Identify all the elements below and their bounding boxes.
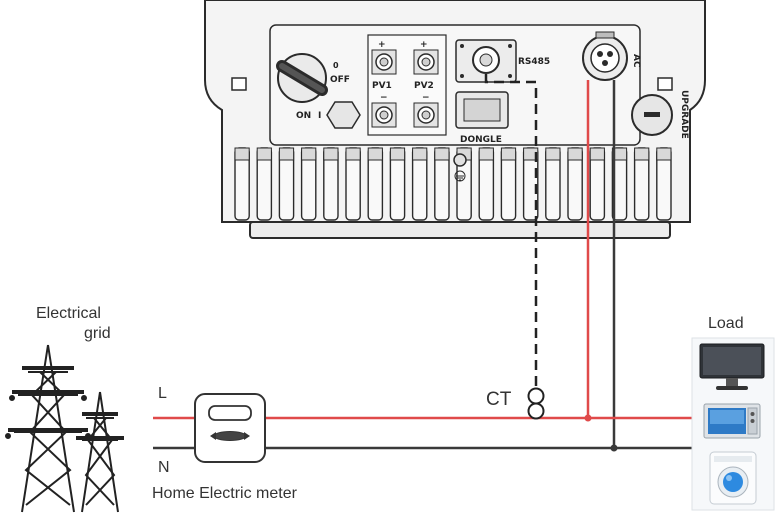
ground-symbol-icon (454, 170, 466, 182)
neutral-line-label: N (158, 459, 170, 476)
heat-sink-fin-cap (545, 147, 561, 161)
grid-title-line1: Electrical (36, 305, 101, 322)
pv1-plus: + (378, 40, 386, 50)
heat-sink-fin-cap (323, 147, 339, 161)
heat-sink-fins (234, 147, 672, 221)
neutral-junction (610, 444, 618, 452)
meter-arrow-left-icon (210, 432, 216, 440)
heat-sink-fin-cap (234, 147, 250, 161)
meter-arrow-right-icon (244, 432, 250, 440)
mount-tab-right (657, 77, 673, 91)
heat-sink-fin-cap (389, 147, 406, 161)
dc-switch (276, 53, 328, 103)
heat-sink-fin-cap (367, 147, 383, 161)
pv1-label: PV1 (372, 81, 392, 91)
heat-sink-fin-cap (567, 147, 583, 161)
dongle-label: DONGLE (460, 135, 502, 145)
pv1-minus: − (380, 93, 388, 103)
heat-sink-fin-cap (634, 147, 650, 161)
ac-label: AC (631, 54, 641, 68)
heat-sink-fin-cap (256, 147, 272, 161)
pv2-label: PV2 (414, 81, 434, 91)
rs485-comm-cable (484, 74, 538, 388)
upgrade-label: UPGRADE (679, 90, 689, 139)
heat-sink-fin-cap (656, 147, 672, 161)
heat-sink-fin-cap (278, 147, 295, 161)
electric-meter (194, 393, 266, 463)
heat-sink-fin-cap (478, 147, 494, 161)
electrical-grid-towers-icon (5, 344, 124, 513)
load-label: Load (708, 315, 744, 332)
pv2-minus: − (422, 93, 430, 103)
breather-valve (326, 101, 361, 129)
rs485-label: RS485 (518, 57, 550, 67)
meter-dial (213, 431, 247, 441)
inverter: 0 OFF ON I + PV1 − + PV2 − (204, 0, 706, 239)
heat-sink-fin-cap (412, 147, 428, 161)
microwave-icon (703, 403, 761, 439)
heat-sink-fin-cap (500, 147, 517, 161)
ct-coil-upper (527, 387, 545, 405)
inverter-port-panel (269, 24, 641, 146)
heat-sink-fin-cap (611, 147, 628, 161)
meter-label: Home Electric meter (152, 485, 298, 502)
washing-machine-icon (709, 451, 757, 505)
switch-off-label: OFF (330, 75, 350, 85)
heat-sink-fin-cap (301, 147, 317, 161)
switch-on-label: ON (296, 111, 311, 121)
switch-on-mark: I (318, 111, 321, 121)
monitor-icon (699, 343, 765, 390)
heat-sink-fin-cap (589, 147, 605, 161)
ct-coil-lower (527, 402, 545, 420)
heat-sink-fin-cap (434, 147, 450, 161)
load-appliances (691, 337, 775, 511)
meter-display (208, 405, 252, 421)
current-transformer (527, 387, 545, 420)
heat-sink-fin-cap (345, 147, 361, 161)
switch-off-mark: 0 (333, 61, 339, 70)
live-line-label: L (158, 385, 167, 402)
heat-sink-fin-cap (523, 147, 539, 161)
grid-title-line2: grid (84, 325, 111, 342)
live-junction (584, 414, 592, 422)
meter-body (194, 393, 266, 463)
mount-tab-left (231, 77, 247, 91)
ct-label: CT (486, 389, 512, 410)
pv2-plus: + (420, 40, 428, 50)
ground-screw (453, 153, 467, 167)
inverter-bottom-bar (249, 221, 671, 239)
